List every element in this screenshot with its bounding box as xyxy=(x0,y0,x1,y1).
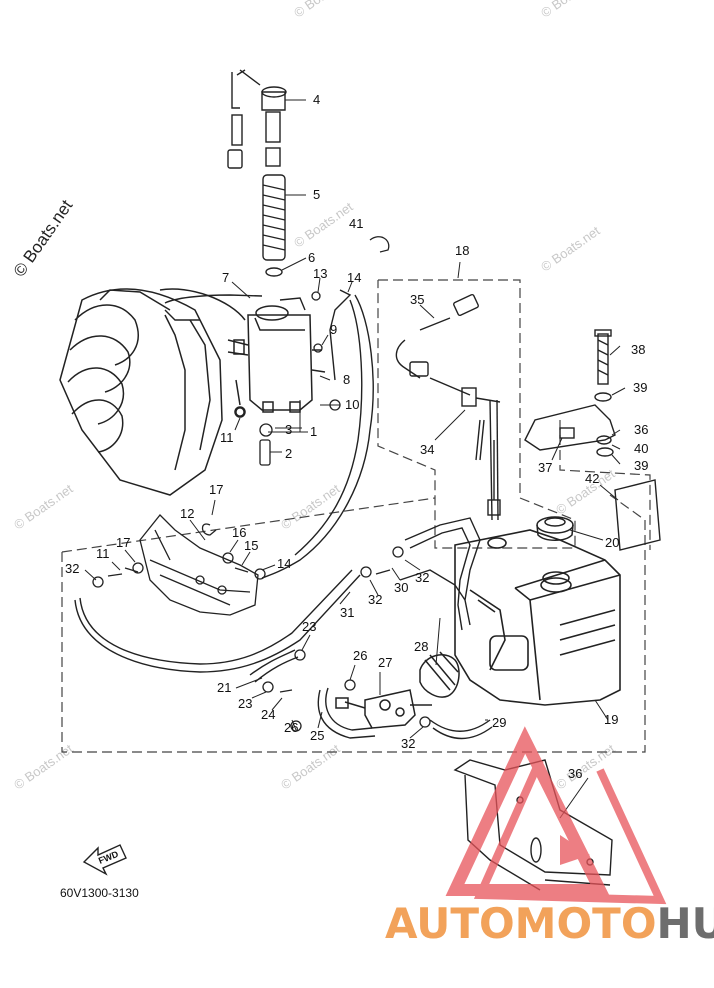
group-outline-link xyxy=(61,497,436,553)
callout-35: 36 xyxy=(568,766,582,781)
watermark-text: © Boats.net xyxy=(291,199,356,251)
callout-16: 15 xyxy=(244,538,258,553)
callout-40: 40 xyxy=(634,441,648,456)
callout-11: 11 xyxy=(220,430,234,445)
callout-39: 39 xyxy=(633,380,647,395)
callout-32c: 32 xyxy=(415,570,429,585)
callout-32a: 32 xyxy=(65,561,79,576)
callout-10: 10 xyxy=(345,397,359,412)
callout-41: 41 xyxy=(349,216,363,231)
leader-lines xyxy=(84,99,626,819)
callout-2: 2 xyxy=(285,446,292,461)
group-outline-bracket xyxy=(559,420,651,550)
lower-bracket xyxy=(139,514,259,616)
callout-17b: 17 xyxy=(116,535,130,550)
callout-28: 28 xyxy=(414,639,428,654)
callout-7: 7 xyxy=(222,270,229,285)
watermark-text: © Boats.net xyxy=(11,481,76,533)
hose-clamps xyxy=(92,236,431,732)
callout-23: 23 xyxy=(302,619,316,634)
watermarks: © Boats.net © Boats.net © Boats.net © Bo… xyxy=(11,0,618,792)
callout-3: 3 xyxy=(285,422,292,437)
fuel-hoses xyxy=(74,289,493,739)
fuel-cap xyxy=(536,516,574,541)
group-outline-main xyxy=(61,494,646,753)
forward-arrow-icon: FWD xyxy=(82,844,127,876)
watermark-text: © Boats.net xyxy=(538,0,603,20)
callout-23b: 23 xyxy=(238,696,252,711)
callout-30: 30 xyxy=(394,580,408,595)
callout-21: 20 xyxy=(605,535,619,550)
callout-5: 5 xyxy=(313,187,320,202)
group-outlines xyxy=(61,279,651,753)
callout-14: 13 xyxy=(313,266,327,281)
callout-36: 36 xyxy=(634,422,648,437)
brand-name: AUTOMOTOHUB xyxy=(385,899,714,948)
watermark-text: © Boats.net xyxy=(11,741,76,793)
callout-34: 35 xyxy=(410,292,424,307)
callout-14b: 14 xyxy=(277,556,291,571)
callout-24: 24 xyxy=(261,707,275,722)
watermark-text: © Boats.net xyxy=(278,481,343,533)
fuel-gauge-sender xyxy=(395,293,501,521)
callout-27: 27 xyxy=(378,655,392,670)
fuel-tank xyxy=(454,529,621,706)
callout-19: 18 xyxy=(455,243,469,258)
callout-1: 1 xyxy=(310,424,317,439)
callout-9: 9 xyxy=(330,322,337,337)
group-outline-19 xyxy=(377,279,576,549)
callout-33: 34 xyxy=(420,442,434,457)
callout-15: 14 xyxy=(347,270,361,285)
callout-20: 19 xyxy=(604,712,618,727)
brand-part2: HUB xyxy=(657,899,714,948)
callout-8: 8 xyxy=(343,372,350,387)
callout-39b: 39 xyxy=(634,458,648,473)
tank-pad xyxy=(614,479,661,551)
callout-29: 29 xyxy=(492,715,506,730)
callout-labels: 4 5 6 41 7 13 14 9 8 10 1 3 2 11 18 35 3… xyxy=(65,92,648,781)
watermark-text: © Boats.net xyxy=(291,0,356,20)
callout-26: 26 xyxy=(353,648,367,663)
callout-26b: 26 xyxy=(284,720,298,735)
callout-4: 4 xyxy=(313,92,320,107)
fuel-filter-element xyxy=(227,69,287,277)
callout-37: 37 xyxy=(538,460,552,475)
callout-42: 42 xyxy=(585,471,599,486)
engine-cowling xyxy=(59,288,246,496)
callout-12: 11 xyxy=(96,546,110,561)
callout-25: 25 xyxy=(310,728,324,743)
callout-32b: 32 xyxy=(368,592,382,607)
callout-13: 12 xyxy=(180,506,194,521)
watermark-text: © Boats.net xyxy=(278,741,343,793)
vapor-separator xyxy=(227,305,326,418)
part-code: 60V1300-3130 xyxy=(60,886,139,900)
copyright-label: © Boats.net xyxy=(10,196,77,280)
brand-part1: AUTOMOTO xyxy=(385,899,657,948)
callout-18: 17 xyxy=(209,482,223,497)
watermark-text: © Boats.net xyxy=(538,223,603,275)
callout-17: 16 xyxy=(232,525,246,540)
brand-logo-icon xyxy=(445,726,667,905)
callout-22: 21 xyxy=(217,680,231,695)
callout-32d: 32 xyxy=(401,736,415,751)
tank-bracket-hardware xyxy=(524,329,616,457)
callout-6: 6 xyxy=(308,250,315,265)
callout-31: 31 xyxy=(340,605,354,620)
fuel-pump xyxy=(335,651,460,729)
callout-38: 38 xyxy=(631,342,645,357)
